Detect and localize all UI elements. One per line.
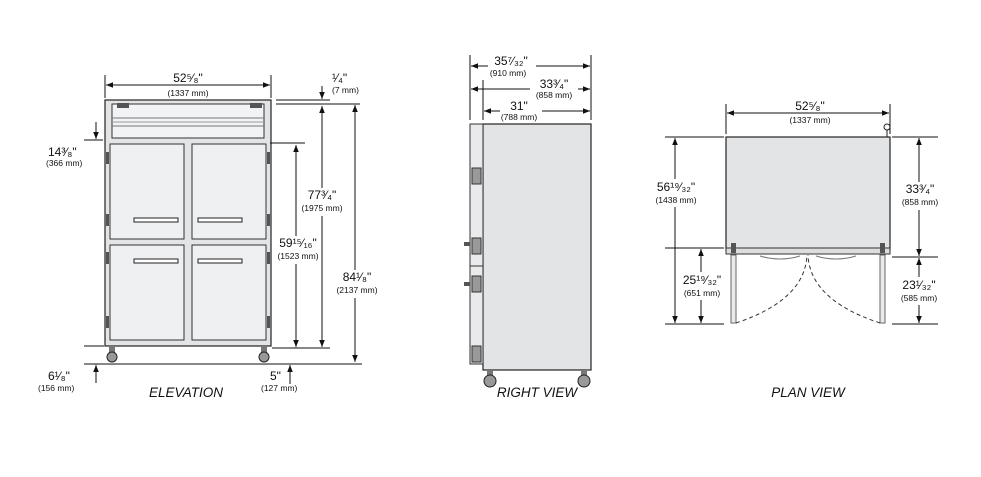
elevation-view-label: ELEVATION <box>149 385 223 400</box>
door-front-edge <box>725 247 891 255</box>
right-d33-mm: (858 mm) <box>536 90 573 100</box>
right-view: 35⁷⁄₃₂" (910 mm) 33³⁄₄" (858 mm) 31" (78… <box>464 54 592 400</box>
caster-stem <box>109 346 115 354</box>
right-top-tag <box>250 103 262 108</box>
hinge <box>106 152 109 164</box>
door-upper-right <box>191 143 267 240</box>
label-backdrop <box>500 100 542 122</box>
hinge <box>880 243 885 253</box>
elevation-width-mm: (1337 mm) <box>167 88 208 98</box>
label-backdrop <box>893 277 945 305</box>
caster-mm: (127 mm) <box>261 383 298 393</box>
caster-wheel <box>577 374 591 388</box>
d25-mm: (651 mm) <box>684 288 721 298</box>
right-view-label: RIGHT VIEW <box>497 385 579 400</box>
d35-label: 35⁷⁄₃₂" <box>494 54 528 68</box>
d56-mm: (1438 mm) <box>655 195 696 205</box>
d23-mm: (585 mm) <box>901 293 938 303</box>
hinge <box>106 252 109 264</box>
elevation-width-label: 52⁵⁄₈" <box>173 71 203 85</box>
h84-label: 84¹⁄₈" <box>343 270 372 284</box>
door-handle <box>471 167 482 185</box>
cabinet-top <box>725 136 891 251</box>
caster-wheel <box>258 351 270 363</box>
caster-label: 5" <box>270 369 281 383</box>
label-backdrop <box>530 78 578 100</box>
upper-section-label: 14³⁄₈" <box>48 145 77 159</box>
label-backdrop <box>650 179 702 207</box>
h59-label: 59¹⁵⁄₁₆" <box>279 236 316 250</box>
right-d33-label: 33³⁄₄" <box>540 77 569 91</box>
hinge <box>267 252 270 264</box>
plan-width-label: 52⁵⁄₈" <box>795 99 825 113</box>
door-handle <box>133 217 179 223</box>
door-swing-arc <box>735 254 808 324</box>
door-handle <box>471 345 482 363</box>
h77-label: 77³⁄₄" <box>308 188 337 202</box>
knob-icon <box>883 123 891 131</box>
leg-label: 6¹⁄₈" <box>48 369 70 383</box>
door-handle <box>197 217 243 223</box>
plan-view-label: PLAN VIEW <box>771 385 846 400</box>
caster-wheel <box>106 351 118 363</box>
h77-mm: (1975 mm) <box>301 203 342 213</box>
handle-grip <box>464 282 470 286</box>
label-backdrop <box>332 270 382 298</box>
cabinet-side <box>482 123 592 371</box>
d23-label: 23¹⁄₃₂" <box>902 278 935 292</box>
hinge <box>267 214 270 226</box>
d35-mm: (910 mm) <box>490 68 527 78</box>
d25-label: 25¹⁹⁄₃₂" <box>683 273 721 287</box>
top-gap-mm: (7 mm) <box>332 85 359 95</box>
label-backdrop <box>272 236 320 264</box>
caster-wheel <box>483 374 497 388</box>
label-backdrop <box>488 56 536 78</box>
top-gap-label: ¹⁄₄" <box>332 71 347 85</box>
hinge <box>106 316 109 328</box>
d31-mm: (788 mm) <box>501 112 538 122</box>
d56-label: 56¹⁹⁄₃₂" <box>657 180 695 194</box>
door-handle <box>197 258 243 264</box>
left-top-tag <box>117 103 129 108</box>
door-handle <box>471 275 482 293</box>
plan-view: 52⁵⁄₈" (1337 mm) 56¹⁹⁄₃₂" (1438 mm) 25¹⁹… <box>650 99 945 400</box>
door-handle <box>471 237 482 255</box>
plan-width-mm: (1337 mm) <box>789 115 830 125</box>
upper-section-mm: (366 mm) <box>46 158 83 168</box>
caster-stem <box>581 370 587 376</box>
d31-label: 31" <box>510 99 528 113</box>
hinge <box>267 152 270 164</box>
open-door-left <box>730 254 737 324</box>
plan-d33-label: 33³⁄₄" <box>906 182 935 196</box>
door-upper-left <box>109 143 185 240</box>
label-backdrop <box>298 188 346 216</box>
hinge <box>731 243 736 253</box>
shelf-curve <box>759 255 801 260</box>
door-handle <box>133 258 179 264</box>
label-backdrop <box>676 272 728 300</box>
hinge <box>106 214 109 226</box>
caster-stem <box>487 370 493 376</box>
hinge <box>267 316 270 328</box>
shelf-curve <box>815 255 857 260</box>
open-door-right <box>879 254 886 324</box>
caster-stem <box>261 346 267 354</box>
handle-grip <box>464 242 470 246</box>
door-swing-arc <box>807 254 881 324</box>
h59-mm: (1523 mm) <box>277 251 318 261</box>
elevation-view: 52⁵⁄₈" (1337 mm) ¹⁄₄" (7 mm) 14³⁄₈" (366… <box>38 71 382 400</box>
plan-d33-mm: (858 mm) <box>902 197 939 207</box>
leg-mm: (156 mm) <box>38 383 75 393</box>
h84-mm: (2137 mm) <box>336 285 377 295</box>
top-louver-panel <box>111 103 265 139</box>
label-backdrop <box>896 182 944 210</box>
